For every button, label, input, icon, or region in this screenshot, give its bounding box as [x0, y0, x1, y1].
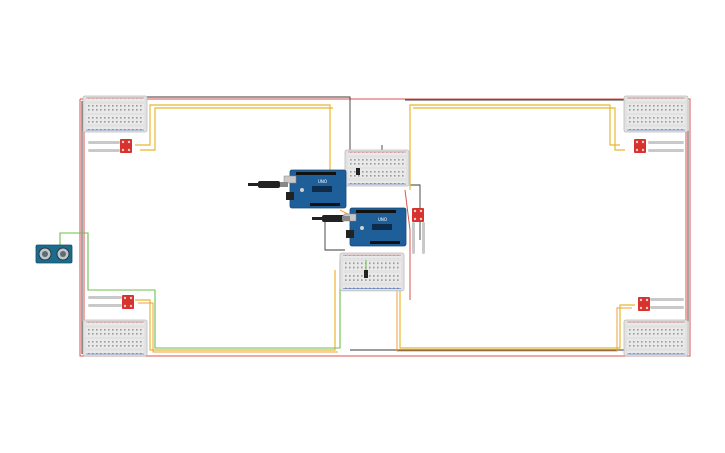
arduino-uno-1[interactable] [248, 169, 347, 209]
usb-cable-1 [248, 181, 288, 188]
breadboard-bottom-right[interactable] [623, 319, 689, 357]
wires-green [59, 232, 341, 349]
ultrasonic-sensor[interactable] [35, 244, 73, 264]
breadboard-top-left[interactable] [82, 95, 148, 133]
breadboard-top-right[interactable] [623, 95, 689, 133]
usb-cable-2 [312, 215, 350, 222]
soil-moisture-sensor-3[interactable] [88, 295, 134, 309]
breadboard-bottom-left[interactable] [82, 319, 148, 357]
soil-moisture-sensor-4[interactable] [638, 297, 684, 311]
soil-moisture-sensor-2[interactable] [634, 139, 684, 153]
breadboard-center-bottom[interactable] [339, 252, 405, 292]
soil-moisture-sensor-5[interactable] [412, 208, 425, 254]
sensor-chip-top[interactable] [356, 168, 360, 175]
arduino-uno-2[interactable] [312, 207, 407, 247]
sensor-chip-bottom[interactable] [364, 260, 368, 278]
wires-red [79, 98, 691, 357]
breadboard-center-top[interactable] [344, 149, 410, 187]
soil-moisture-sensor-1[interactable] [88, 139, 132, 153]
wires-yellow [135, 104, 635, 351]
